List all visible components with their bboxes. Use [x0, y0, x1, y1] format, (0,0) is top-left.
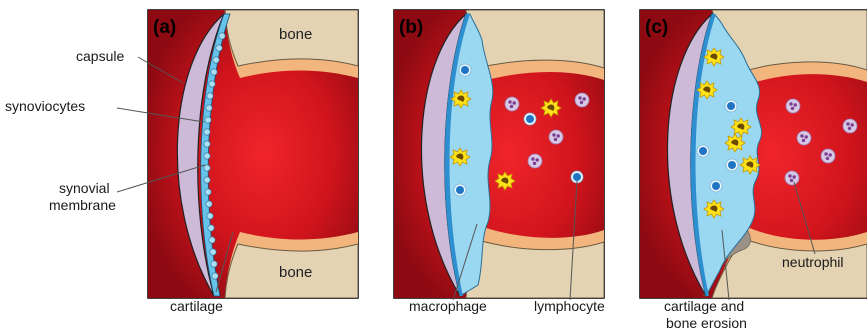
- label-synovial-line1: synovial: [59, 180, 110, 196]
- neutrophil-cell: [821, 149, 835, 163]
- label-erosion-line2: bone erosion: [666, 315, 747, 331]
- bone-bottom-label: bone: [279, 264, 312, 281]
- panel-c-letter: (c): [645, 17, 668, 38]
- label-capsule: capsule: [76, 48, 124, 64]
- label-macrophage: macrophage: [409, 298, 487, 314]
- label-synovial-line2: membrane: [49, 197, 116, 213]
- macrophage-cell: [731, 118, 751, 136]
- lymphocyte-cell: [459, 64, 471, 76]
- neutrophil-cell: [575, 93, 589, 107]
- panel-b-letter: (b): [399, 17, 423, 38]
- panel-a: (a) bone bone: [148, 10, 358, 298]
- panel-a-letter: (a): [153, 17, 176, 38]
- label-lymphocyte: lymphocyte: [534, 298, 605, 314]
- label-synoviocytes: synoviocytes: [5, 98, 85, 114]
- neutrophil-cell: [786, 99, 800, 113]
- label-erosion-line1: cartilage and: [664, 298, 744, 314]
- bone-top-label: bone: [279, 26, 312, 43]
- label-neutrophil: neutrophil: [782, 254, 844, 270]
- macrophage-cell: [740, 156, 760, 174]
- lymphocyte-cell: [710, 180, 722, 192]
- macrophage-cell: [704, 200, 724, 218]
- lymphocyte-cell: [726, 159, 738, 171]
- lymphocyte-cell: [524, 113, 536, 125]
- macrophage-cell: [450, 148, 470, 166]
- macrophage-cell: [451, 90, 471, 108]
- lymphocyte-cell: [725, 100, 737, 112]
- bone-top: [466, 10, 604, 68]
- neutrophil-cell: [549, 130, 563, 144]
- macrophage-cell: [495, 172, 515, 190]
- macrophage-cell: [697, 81, 717, 99]
- lymphocyte-cell: [697, 145, 709, 157]
- lymphocyte-cell: [454, 184, 466, 196]
- neutrophil-cell: [505, 97, 519, 111]
- macrophage-cell: [704, 48, 724, 66]
- neutrophil-cell: [797, 131, 811, 145]
- label-cartilage: cartilage: [170, 298, 223, 314]
- macrophage-cell: [541, 99, 561, 117]
- neutrophil-cell: [843, 119, 857, 133]
- macrophage-cell: [725, 134, 745, 152]
- neutrophil-cell: [528, 154, 542, 168]
- neutrophil-cell: [785, 171, 799, 185]
